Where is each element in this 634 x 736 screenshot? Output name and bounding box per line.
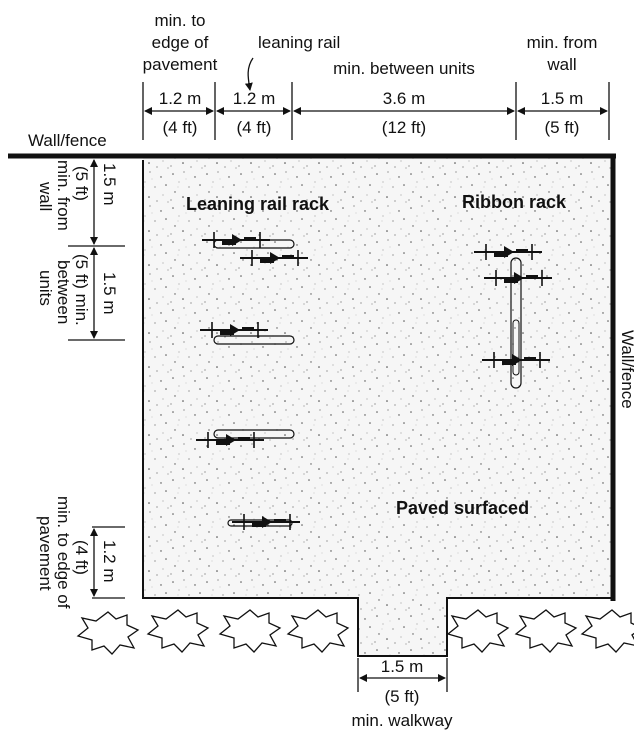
left-dimensions (68, 159, 125, 599)
edge-caption-1: min. to (154, 11, 205, 30)
left-units-caption-2: units (36, 270, 55, 306)
shrub-icon (514, 609, 578, 653)
walkway-surface (358, 598, 447, 656)
edge-caption-2: edge of (152, 33, 209, 52)
left-units-caption-1: between (54, 260, 73, 324)
paved-surface-label: Paved surfaced (396, 498, 529, 518)
edge-caption-3: pavement (143, 55, 218, 74)
walkway-caption: min. walkway (351, 711, 453, 730)
pavement-edge (142, 160, 613, 657)
leaning-rail-rack-unit-1 (201, 231, 309, 267)
paved-surface (143, 157, 613, 598)
walkway-metric: 1.5 m (381, 657, 424, 676)
wall-metric: 1.5 m (541, 89, 584, 108)
edge-imperial: (4 ft) (163, 118, 198, 137)
between-caption: min. between units (333, 59, 475, 78)
shrub-icon (76, 611, 140, 655)
shrub-icon (146, 609, 210, 653)
lean-imperial: (4 ft) (237, 118, 272, 137)
left-edge-metric: 1.2 m (100, 540, 119, 583)
wall-fence-right-label: Wall/fence (618, 330, 634, 409)
leaning-rail-rack (195, 231, 309, 531)
shrub-icon (286, 609, 350, 653)
edge-metric: 1.2 m (159, 89, 202, 108)
leaning-rail-rack-unit-4 (227, 513, 301, 531)
top-dimensions (142, 57, 610, 140)
left-wall-imperial: (5 ft) (72, 166, 91, 201)
left-edge-imperial: (4 ft) (72, 540, 91, 575)
leaning-rail-rack-label: Leaning rail rack (186, 194, 330, 214)
shrub-icon (218, 609, 282, 653)
between-metric: 3.6 m (383, 89, 426, 108)
left-wall-metric: 1.5 m (100, 163, 119, 206)
wall-caption-2: wall (546, 55, 576, 74)
wall-fence-top-label: Wall/fence (28, 131, 107, 150)
lean-caption: leaning rail (258, 33, 340, 52)
left-wall-caption-1: min. from (54, 160, 73, 231)
left-units-imperial: (5 ft) min. (72, 254, 91, 326)
ribbon-rack (473, 243, 553, 389)
wall-imperial: (5 ft) (545, 118, 580, 137)
between-imperial: (12 ft) (382, 118, 426, 137)
ribbon-rack-label: Ribbon rack (462, 192, 567, 212)
shrubs (76, 609, 634, 655)
left-wall-caption-2: wall (36, 181, 55, 211)
left-units-metric: 1.5 m (100, 272, 119, 315)
leaning-rail-rack-unit-3 (195, 429, 295, 449)
shrub-icon (580, 609, 634, 653)
wall-caption-1: min. from (527, 33, 598, 52)
left-edge-caption-2: pavement (36, 516, 55, 591)
lean-metric: 1.2 m (233, 89, 276, 108)
leaning-rail-rack-unit-2 (199, 321, 295, 345)
bottom-dimension (357, 658, 448, 692)
walkway-imperial: (5 ft) (385, 687, 420, 706)
shrub-icon (446, 609, 510, 653)
left-edge-caption-1: min. to edge of (54, 496, 73, 609)
